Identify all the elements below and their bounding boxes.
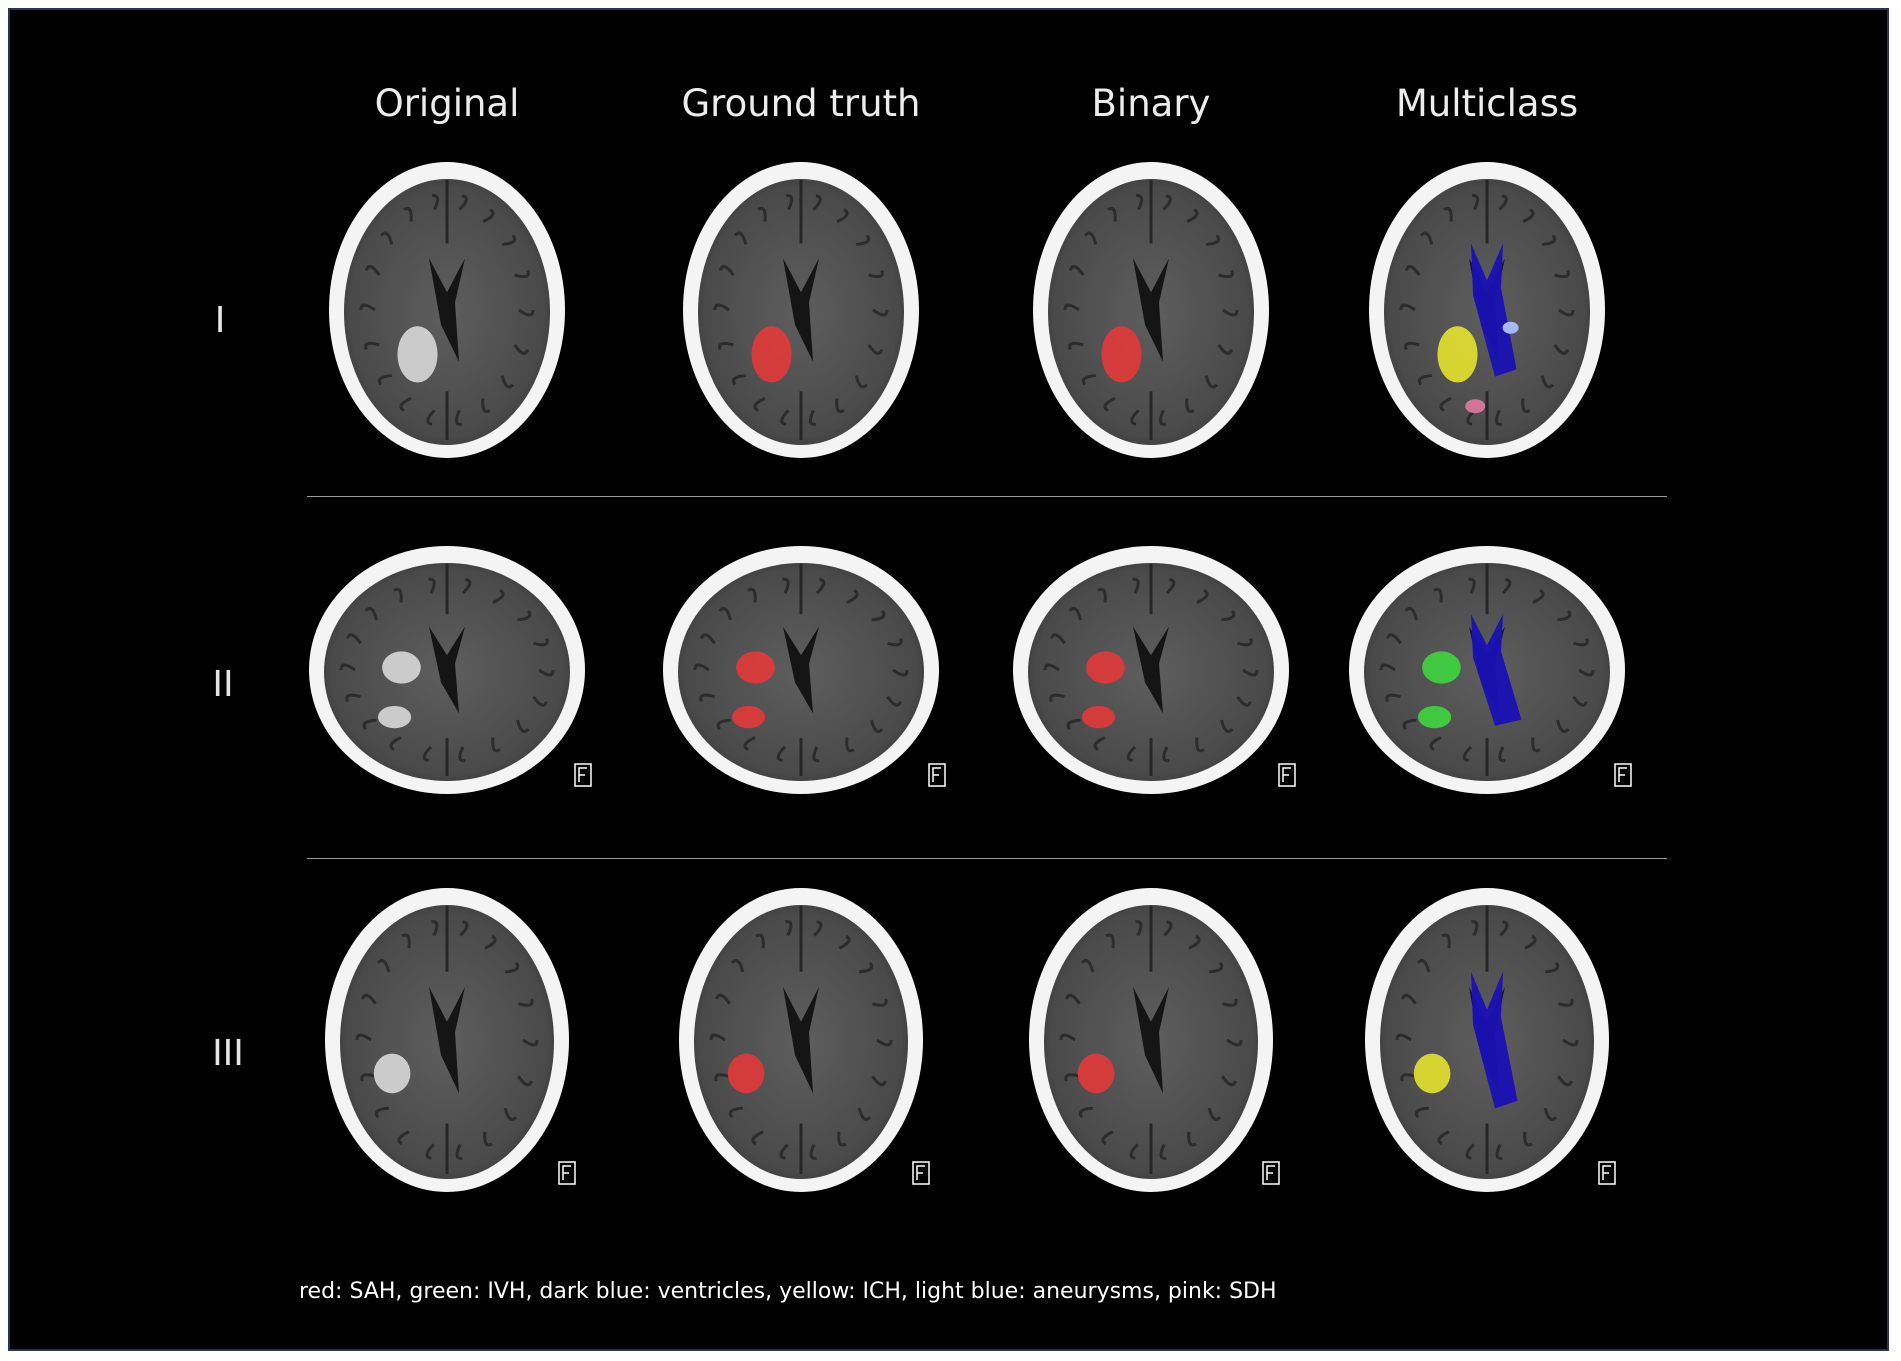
ct-scan-row-i-original <box>329 162 565 458</box>
sah-segmentation <box>1077 1053 1115 1094</box>
row-label-ii: II <box>212 664 234 705</box>
row-divider <box>307 858 1667 859</box>
ct-scan-row-i-multiclass <box>1369 162 1605 458</box>
ct-scan-row-i-ground-truth <box>683 162 919 458</box>
row-divider <box>307 496 1667 497</box>
ct-scan-row-iii-original <box>325 888 576 1192</box>
figure-panel: Original Ground truth Binary Multiclass … <box>8 8 1889 1351</box>
ct-scan-row-ii-original <box>309 546 592 794</box>
sdh-segmentation <box>1465 399 1486 414</box>
column-header-binary: Binary <box>1091 82 1211 125</box>
orientation-marker-icon <box>1614 763 1632 787</box>
column-header-multiclass: Multiclass <box>1395 82 1579 125</box>
orientation-marker-icon <box>1278 763 1296 787</box>
ivh-segmentation <box>1422 651 1461 684</box>
row-label-iii: III <box>212 1033 244 1074</box>
sah-segmentation <box>727 1053 765 1094</box>
sah-segmentation <box>736 651 775 684</box>
ct-scan-row-i-binary <box>1033 162 1269 458</box>
ct-scan-row-ii-multiclass <box>1349 546 1632 794</box>
row-label-i: I <box>214 300 226 341</box>
sah-segmentation <box>1101 326 1142 383</box>
column-header-ground-truth: Ground truth <box>681 82 921 125</box>
ich-segmentation <box>1437 326 1478 383</box>
hemorrhage-region <box>397 326 438 383</box>
hemorrhage-region <box>378 705 412 729</box>
ct-scan-row-iii-binary <box>1029 888 1280 1192</box>
ich-segmentation <box>1413 1053 1451 1094</box>
ivh-segmentation <box>1418 705 1452 729</box>
orientation-marker-icon <box>928 763 946 787</box>
column-header-original: Original <box>374 82 520 125</box>
aneurysm-segmentation <box>1502 321 1519 334</box>
ct-scan-row-ii-binary <box>1013 546 1296 794</box>
orientation-marker-icon <box>1262 1161 1280 1185</box>
ct-scan-row-iii-ground-truth <box>679 888 930 1192</box>
ct-scan-row-ii-ground-truth <box>663 546 946 794</box>
ventricles-segmentation <box>1471 971 1518 1109</box>
hemorrhage-region <box>382 651 421 684</box>
orientation-marker-icon <box>574 763 592 787</box>
legend-caption: red: SAH, green: IVH, dark blue: ventric… <box>299 1279 1277 1304</box>
orientation-marker-icon <box>558 1161 576 1185</box>
sah-segmentation <box>732 705 766 729</box>
ventricles-segmentation <box>1471 243 1517 377</box>
orientation-marker-icon <box>912 1161 930 1185</box>
sah-segmentation <box>1086 651 1125 684</box>
sah-segmentation <box>1082 705 1116 729</box>
sah-segmentation <box>751 326 792 383</box>
ct-scan-row-iii-multiclass <box>1365 888 1616 1192</box>
hemorrhage-region <box>373 1053 411 1094</box>
ventricles-segmentation <box>1471 614 1522 726</box>
orientation-marker-icon <box>1598 1161 1616 1185</box>
